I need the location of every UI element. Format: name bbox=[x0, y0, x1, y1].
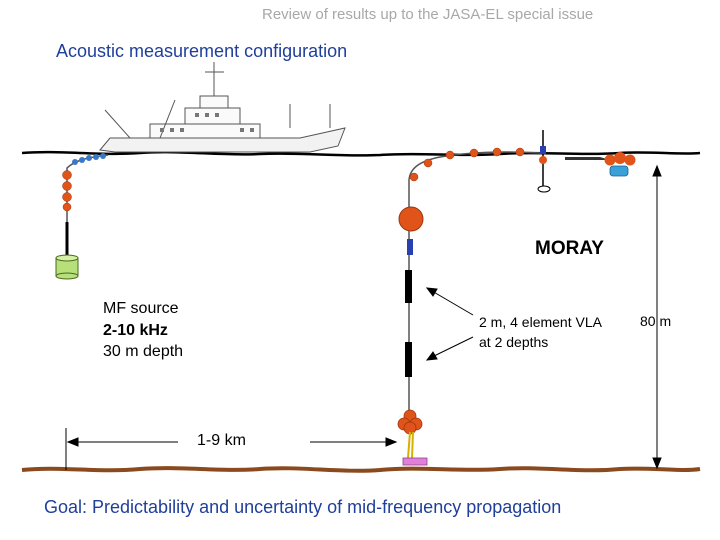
range-arrow bbox=[65, 428, 398, 470]
mf-source-icon bbox=[55, 254, 79, 280]
research-ship-icon bbox=[99, 62, 346, 153]
moray-label: MORAY bbox=[535, 238, 604, 259]
goal-statement: Goal: Predictability and uncertainty of … bbox=[44, 497, 562, 517]
vla-callout-arrows bbox=[425, 287, 474, 361]
vla-label-line2: at 2 depths bbox=[479, 334, 549, 350]
source-mooring bbox=[62, 153, 109, 256]
water-depth-label: 80 m bbox=[640, 313, 672, 329]
surface-buoy-cluster-icon bbox=[604, 152, 636, 177]
sea-surface bbox=[21, 150, 701, 157]
vla-mooring bbox=[397, 147, 541, 466]
range-label: 1-9 km bbox=[197, 432, 246, 449]
slide-title: Acoustic measurement configuration bbox=[56, 41, 348, 61]
source-label-line1: MF source bbox=[103, 300, 179, 317]
seabed bbox=[21, 466, 701, 473]
source-label-depth: 30 m depth bbox=[103, 343, 184, 360]
depth-arrow bbox=[652, 164, 662, 470]
moray-buoy-icon bbox=[537, 130, 610, 193]
slide-header: Review of results up to the JASA-EL spec… bbox=[262, 6, 594, 23]
vla-label-line1: 2 m, 4 element VLA bbox=[479, 314, 602, 330]
source-label-frequency: 2-10 kHz bbox=[103, 322, 168, 339]
